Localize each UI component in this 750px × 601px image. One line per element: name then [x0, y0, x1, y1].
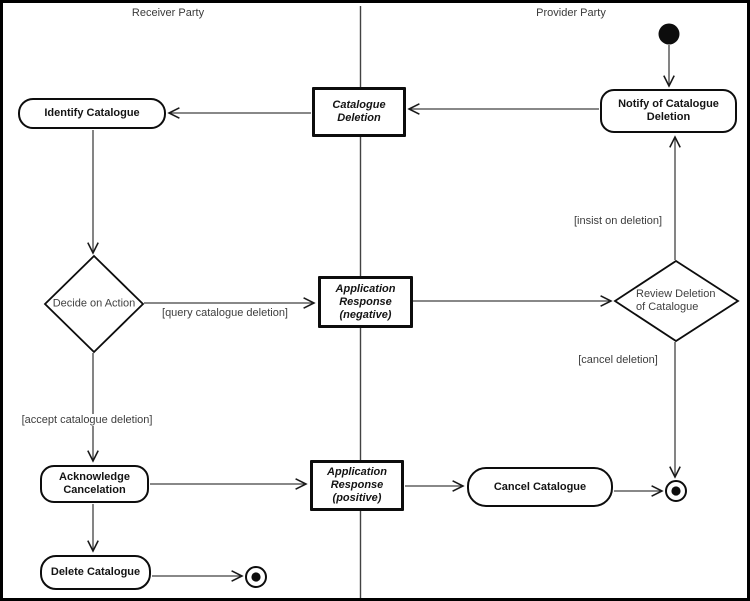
final-state-node-provider — [665, 480, 687, 502]
activity-identify-catalogue: Identify Catalogue — [18, 98, 166, 129]
activity-notify-of-catalogue-deletion: Notify of Catalogue Deletion — [600, 89, 737, 133]
activity-cancel-catalogue: Cancel Catalogue — [467, 467, 613, 507]
object-application-response-negative: Application Response (negative) — [318, 276, 413, 328]
object-label: Application Response (negative) — [335, 282, 396, 321]
decision-label-decide-on-action: Decide on Action — [52, 297, 136, 310]
activity-label: Delete Catalogue — [50, 566, 141, 578]
object-label: Catalogue Deletion — [332, 99, 386, 124]
object-catalogue-deletion: Catalogue Deletion — [312, 87, 406, 137]
activity-label: Acknowledge Cancelation — [59, 471, 130, 496]
guard-query-catalogue-deletion: [query catalogue deletion] — [160, 307, 290, 319]
decision-decide-on-action — [43, 254, 145, 354]
swimlane-title-receiver: Receiver Party — [131, 7, 205, 19]
activity-label: Cancel Catalogue — [493, 480, 587, 493]
decision-label-review-deletion: Review Deletion of Catalogue — [636, 288, 716, 313]
final-state-node-receiver — [245, 566, 267, 588]
guard-accept-catalogue-deletion: [accept catalogue deletion] — [19, 414, 155, 426]
activity-label: Identify Catalogue — [44, 107, 140, 119]
guard-insist-on-deletion: [insist on deletion] — [571, 215, 665, 227]
object-label: Application Response (positive) — [327, 466, 387, 504]
swimlane-title-provider: Provider Party — [536, 7, 606, 19]
diagram-wires-layer — [43, 6, 740, 598]
object-application-response-positive: Application Response (positive) — [310, 460, 404, 511]
decision-review-deletion — [613, 259, 740, 343]
activity-label: Notify of Catalogue Deletion — [618, 98, 719, 123]
initial-state-node — [658, 23, 680, 45]
activity-acknowledge-cancelation: Acknowledge Cancelation — [40, 465, 149, 503]
activity-delete-catalogue: Delete Catalogue — [40, 555, 151, 590]
guard-cancel-deletion: [cancel deletion] — [576, 354, 660, 366]
